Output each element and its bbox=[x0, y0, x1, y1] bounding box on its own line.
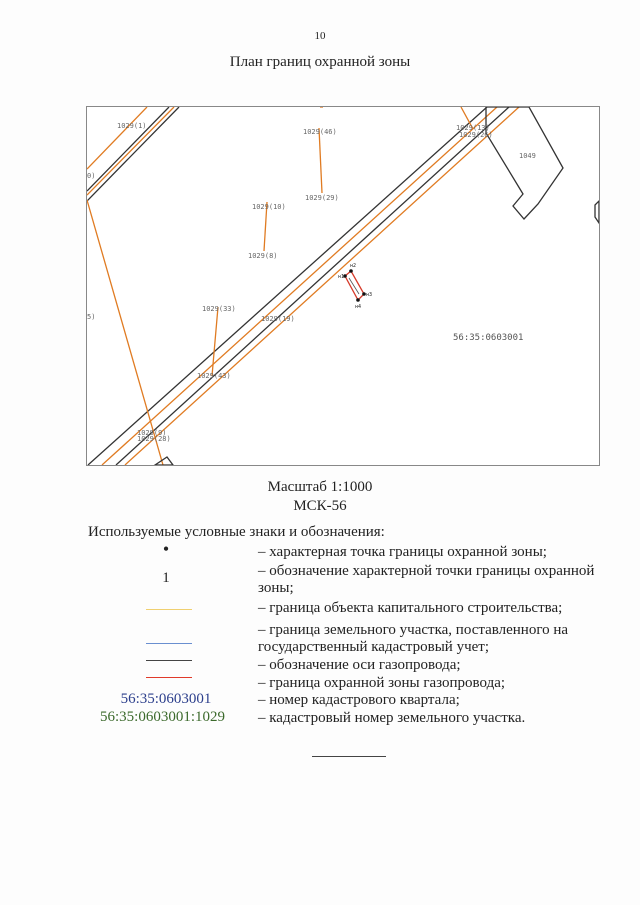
point-marker bbox=[349, 269, 353, 273]
parcel-label: 1029(8) bbox=[248, 252, 278, 260]
parcel-label: 1029(29) bbox=[305, 194, 339, 202]
scale-text: Масштаб 1:1000 bbox=[267, 479, 373, 495]
pipeline-axis-line bbox=[115, 106, 510, 466]
protection-zone-boundary bbox=[344, 270, 365, 302]
legend-text: – граница земельного участка, поставленн… bbox=[258, 622, 569, 655]
point-marker bbox=[362, 292, 366, 296]
legend-line-land-parcel bbox=[146, 643, 192, 644]
parcel-line bbox=[86, 199, 164, 466]
legend-text: – граница охранной зоны газопровода; bbox=[258, 675, 506, 691]
legend-quarter-symbol: 56:35:0603001 bbox=[120, 691, 212, 707]
legend-number-symbol: 1 bbox=[162, 570, 170, 586]
legend-line-pipeline-axis bbox=[146, 660, 192, 661]
coordinate-system: МСК-56 bbox=[293, 498, 347, 514]
legend-text: – граница объекта капитального строитель… bbox=[258, 600, 563, 616]
parcel-line bbox=[318, 127, 323, 194]
building-outline bbox=[594, 199, 600, 226]
parcel-label: 1049 bbox=[519, 152, 536, 160]
parcel-label: 1029(46) bbox=[303, 128, 337, 136]
legend-line-protection-zone bbox=[146, 677, 192, 678]
separator-line bbox=[312, 756, 386, 757]
parcel-line bbox=[124, 106, 520, 466]
cadastral-quarter-label: 56:35:0603001 bbox=[453, 333, 523, 343]
legend-point-symbol: • bbox=[162, 539, 170, 559]
characteristic-points bbox=[343, 269, 366, 302]
parcel-label: 1029(10) bbox=[252, 203, 286, 211]
legend-line-capital-object bbox=[146, 609, 192, 610]
parcel-label: 0) bbox=[87, 172, 95, 180]
point-label: н3 bbox=[366, 292, 372, 298]
building-outline bbox=[152, 456, 175, 466]
point-label: н1 bbox=[338, 274, 344, 280]
boundary-plan-map: н1 н2 н3 н4 1029(1) 0) 1029(46) 1029(13)… bbox=[86, 106, 600, 466]
parcel-line bbox=[263, 201, 268, 252]
page-title: План границ охранной зоны bbox=[229, 54, 411, 70]
point-marker bbox=[343, 274, 347, 278]
parcel-label: 1029(19) bbox=[261, 315, 295, 323]
parcel-label: 1029(26) bbox=[459, 131, 493, 139]
pipeline-axis-line bbox=[87, 106, 488, 466]
legend-parcel-number-symbol: 56:35:0603001:1029 bbox=[100, 709, 226, 725]
road-edge-line bbox=[86, 106, 170, 192]
legend-text: – обозначение характерной точки границы … bbox=[258, 563, 595, 596]
parcel-label: 1029(9) bbox=[137, 429, 167, 437]
point-marker bbox=[356, 298, 360, 302]
parcel-label: 1029(1) bbox=[117, 122, 147, 130]
legend-text: – кадастровый номер земельного участка. bbox=[258, 710, 526, 726]
parcel-label: 1029(28) bbox=[137, 435, 171, 443]
parcel-label: 1029(33) bbox=[202, 305, 236, 313]
parcel-line bbox=[460, 106, 474, 130]
scale-block: Масштаб 1:1000 МСК-56 bbox=[0, 478, 640, 516]
parcel-label: 1029(43) bbox=[197, 372, 231, 380]
road-edge-line bbox=[86, 106, 180, 202]
point-label: н2 bbox=[350, 263, 356, 269]
legend-heading: Используемые условные знаки и обозначени… bbox=[88, 524, 385, 540]
parcel-label: 5) bbox=[87, 313, 95, 321]
legend-text: – номер кадастрового квартала; bbox=[258, 692, 460, 708]
parcel-line bbox=[86, 106, 148, 170]
parcel-line bbox=[101, 106, 498, 466]
point-label: н4 bbox=[355, 304, 361, 310]
legend-text: – обозначение оси газопровода; bbox=[258, 657, 461, 673]
building-1049-outline bbox=[485, 106, 564, 220]
legend-text: – характерная точка границы охранной зон… bbox=[258, 544, 547, 560]
pipeline-segment bbox=[348, 277, 360, 295]
parcel-line bbox=[211, 306, 219, 377]
parcel-line bbox=[86, 106, 175, 196]
map-drawing: н1 н2 н3 н4 1029(1) 0) 1029(46) 1029(13)… bbox=[86, 106, 600, 466]
parcel-label: 1029(13) bbox=[456, 124, 490, 132]
page-number: 10 bbox=[314, 30, 326, 42]
